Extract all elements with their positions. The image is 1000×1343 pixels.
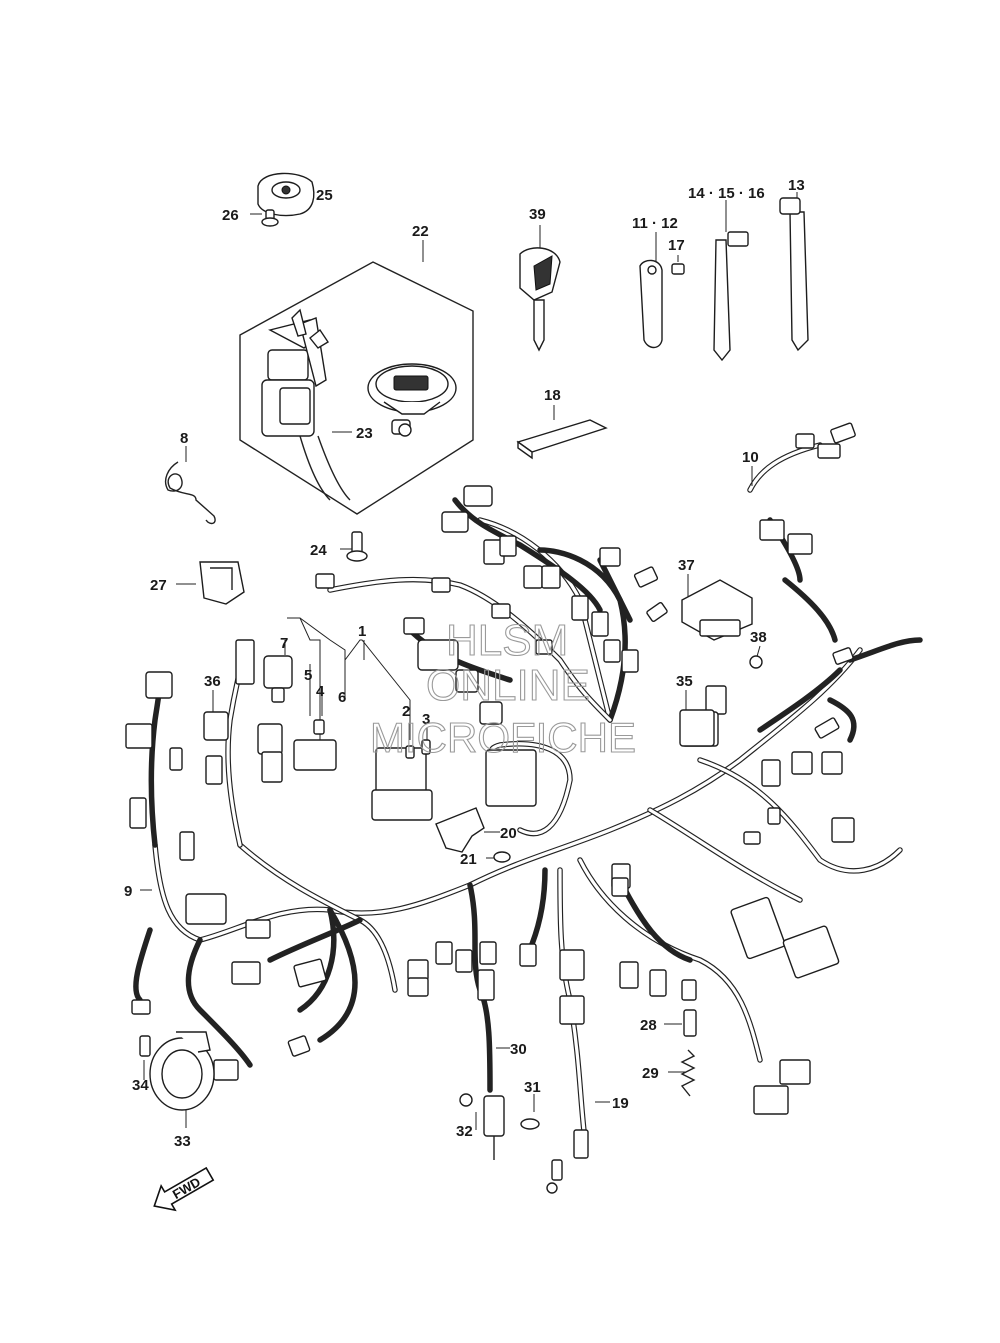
- callout-31: 31: [524, 1079, 541, 1096]
- part-callouts: 25 26 22 23 24 8 27 39 11 · 12 17 14 · 1…: [124, 177, 805, 1150]
- watermark-line-2: ONLINE: [426, 661, 590, 710]
- callout-14-15-16: 14 · 15 · 16: [688, 185, 765, 202]
- callout-39: 39: [529, 206, 546, 223]
- fuse-7: [263, 655, 293, 703]
- switch-28: [683, 1009, 697, 1037]
- bolt-17: [671, 263, 685, 275]
- callout-7: 7: [280, 635, 288, 652]
- spring-8: [164, 461, 216, 525]
- bolt-38: [749, 655, 763, 669]
- callout-23: 23: [356, 425, 373, 442]
- callout-8: 8: [180, 430, 188, 447]
- washer-32: [459, 1093, 473, 1107]
- callout-26: 26: [222, 207, 239, 224]
- cable-tie-14-15-16: [713, 231, 749, 362]
- connector-35: [679, 709, 715, 747]
- callout-36: 36: [204, 673, 221, 690]
- screw-24: [346, 531, 368, 562]
- callout-2: 2: [402, 703, 410, 720]
- bracket-11-12: [639, 259, 663, 349]
- bracket-20: [435, 807, 485, 853]
- callout-24: 24: [310, 542, 327, 559]
- forward-arrow-icon: FWD: [153, 1166, 215, 1212]
- callout-28: 28: [640, 1017, 657, 1034]
- callout-29: 29: [642, 1065, 659, 1082]
- callout-5: 5: [304, 667, 312, 684]
- relay-36: [203, 711, 229, 741]
- callout-9: 9: [124, 883, 132, 900]
- callout-10: 10: [742, 449, 759, 466]
- fuse-box-2-3: [371, 739, 433, 821]
- bolt-34: [139, 1035, 151, 1057]
- stop-switch-30: [483, 1095, 505, 1160]
- screw-21: [493, 851, 511, 863]
- callout-19: 19: [612, 1095, 629, 1112]
- key-39: [519, 247, 561, 352]
- spring-29: [680, 1049, 696, 1097]
- callout-30: 30: [510, 1041, 527, 1058]
- watermark-line-3: MICROFICHE: [370, 714, 636, 761]
- callout-27: 27: [150, 577, 167, 594]
- callout-37: 37: [678, 557, 695, 574]
- fuse-box-6: [293, 739, 337, 771]
- callout-38: 38: [750, 629, 767, 646]
- callout-35: 35: [676, 673, 693, 690]
- callout-6: 6: [338, 689, 346, 706]
- callout-21: 21: [460, 851, 477, 868]
- cap-25: [257, 172, 315, 217]
- callout-20: 20: [500, 825, 517, 842]
- clamp-13: [779, 197, 809, 352]
- lead-wire-19: [546, 1129, 589, 1194]
- bracket-37: [681, 579, 753, 641]
- callout-34: 34: [132, 1077, 149, 1094]
- callout-3: 3: [422, 711, 430, 728]
- callout-25: 25: [316, 187, 333, 204]
- callout-4: 4: [316, 683, 325, 700]
- callout-11-12: 11 · 12: [632, 215, 678, 232]
- callout-33: 33: [174, 1133, 191, 1150]
- callout-1: 1: [358, 623, 366, 640]
- fuse-4: [313, 719, 325, 735]
- ignition-switch-set-22: [239, 261, 474, 515]
- bolt-31: [520, 1118, 540, 1130]
- watermark: HLSM ONLINE MICROFICHE: [369, 615, 636, 761]
- callout-13: 13: [788, 177, 805, 194]
- cover-27: [199, 561, 245, 605]
- callout-32: 32: [456, 1123, 473, 1140]
- screw-26: [261, 209, 279, 227]
- callout-22: 22: [412, 223, 429, 240]
- pad-18: [516, 419, 608, 460]
- harness-connectors: [125, 422, 856, 1115]
- horn-33: [149, 1031, 215, 1111]
- watermark-line-1: HLSM: [446, 616, 568, 665]
- callout-18: 18: [544, 387, 561, 404]
- callout-17: 17: [668, 237, 685, 254]
